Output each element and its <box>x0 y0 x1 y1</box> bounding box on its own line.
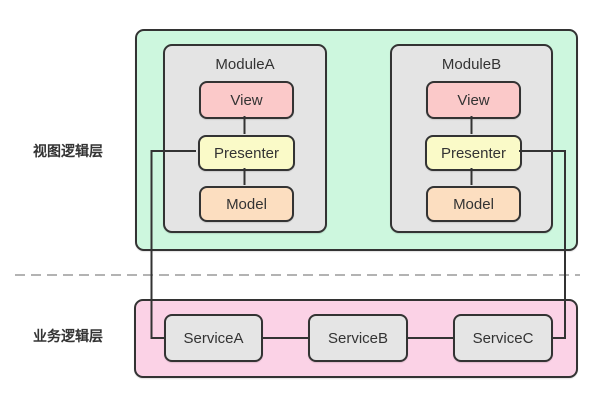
module-b-title: ModuleB <box>441 56 502 73</box>
module-b-presenter-box: Presenter <box>425 135 522 171</box>
service-b-box: ServiceB <box>308 314 408 362</box>
module-a: ModuleA View Presenter Model <box>163 44 327 233</box>
view-logic-layer-label: 视图逻辑层 <box>33 143 103 159</box>
module-a-title: ModuleA <box>215 56 275 73</box>
module-a-model-box: Model <box>199 186 294 222</box>
business-logic-layer-label: 业务逻辑层 <box>33 328 103 344</box>
module-a-presenter-box: Presenter <box>198 135 295 171</box>
module-b: ModuleB View Presenter Model <box>390 44 553 233</box>
module-a-view-box: View <box>199 81 294 119</box>
module-b-view-box: View <box>426 81 521 119</box>
service-c-box: ServiceC <box>453 314 553 362</box>
service-a-box: ServiceA <box>164 314 263 362</box>
module-b-model-box: Model <box>426 186 521 222</box>
